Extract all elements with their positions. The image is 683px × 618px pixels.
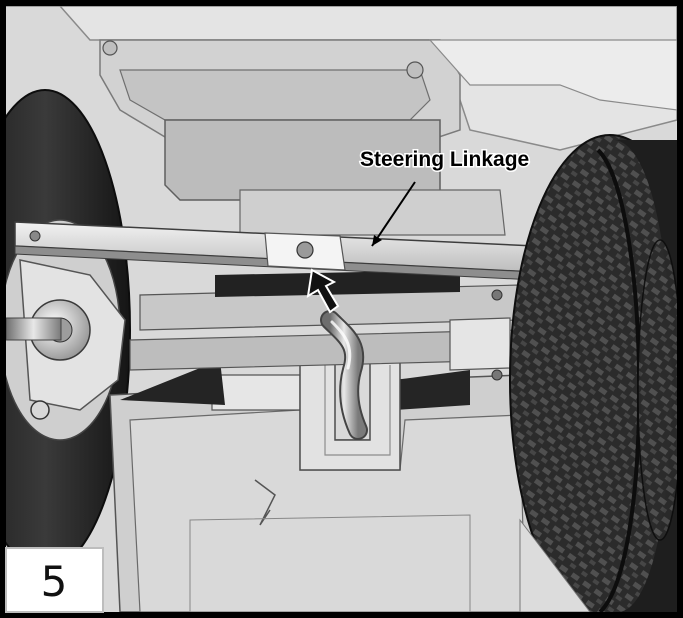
chassis-frame: [109, 270, 541, 613]
steering-rod: [320, 310, 368, 440]
callout-leader-line: [371, 181, 416, 247]
engine-mount-block: [164, 119, 506, 236]
steering-linkage-bar: [14, 221, 536, 281]
right-rear-wheel: [509, 134, 683, 618]
direction-arrow: [306, 268, 340, 314]
left-rear-wheel: [0, 89, 131, 571]
callout-arrowhead: [372, 235, 382, 246]
step-number: 5: [41, 557, 68, 606]
step-number-box: 5: [5, 547, 104, 613]
callout-label: Steering Linkage: [360, 148, 529, 171]
